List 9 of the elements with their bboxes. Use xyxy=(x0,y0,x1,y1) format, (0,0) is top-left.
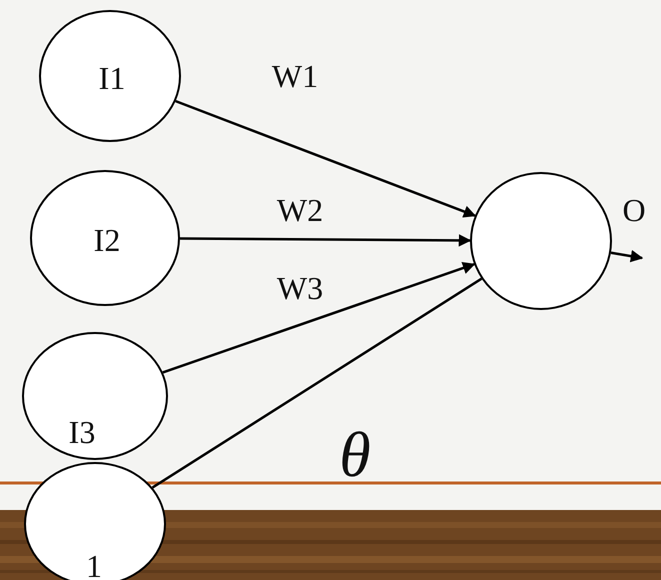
edge-label: θ xyxy=(338,423,372,487)
node-label: I2 xyxy=(94,224,120,256)
arrow xyxy=(180,234,472,247)
node-label: 1 xyxy=(86,550,102,580)
arrow xyxy=(162,262,476,374)
arrow xyxy=(175,100,476,218)
node-label: I3 xyxy=(68,416,96,448)
node-label: I1 xyxy=(98,62,126,94)
arrow xyxy=(610,250,644,262)
